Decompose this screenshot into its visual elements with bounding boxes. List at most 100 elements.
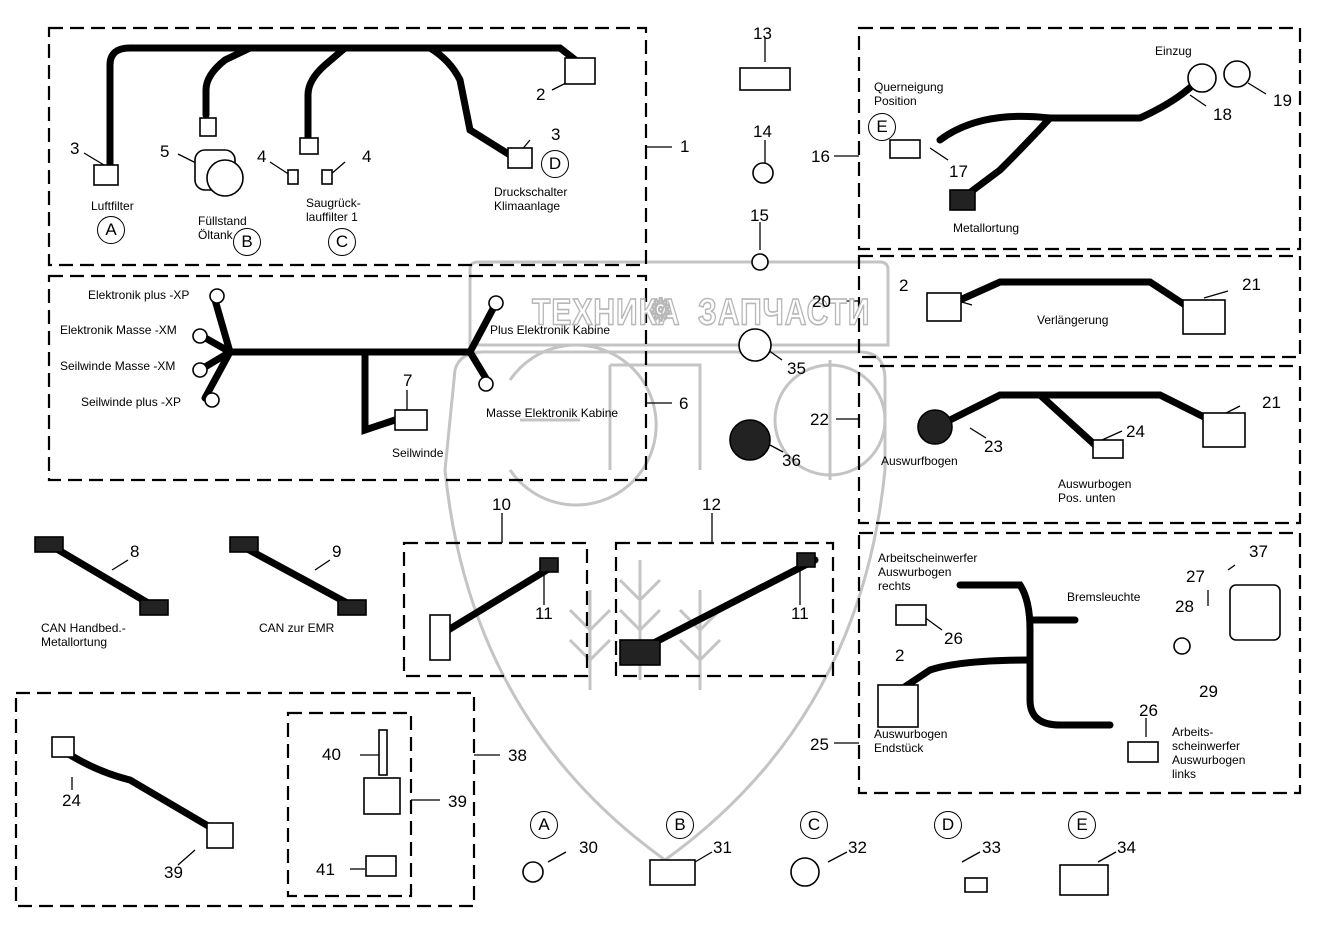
label-seilwinde-masse: Seilwinde Masse -XM — [60, 359, 176, 373]
label-masse-elektronik-kabine: Masse Elektronik Kabine — [486, 406, 619, 420]
callout-26: 26 — [1139, 701, 1158, 720]
connector-26b — [1127, 741, 1159, 763]
callout-13: 13 — [753, 24, 772, 43]
plug-35 — [738, 328, 772, 362]
frame-group-6 — [47, 274, 648, 482]
connector-17 — [889, 139, 921, 159]
callout-21: 21 — [1262, 393, 1281, 412]
callout-7: 7 — [403, 371, 413, 390]
connector-24 — [1092, 439, 1124, 459]
callout-29: 29 — [1199, 682, 1218, 701]
label-metallortung: Metallortung — [953, 221, 1020, 235]
callout-22: 22 — [810, 410, 829, 429]
label-luftfilter: Luftfilter — [91, 199, 134, 213]
callout-28: 28 — [1175, 597, 1194, 616]
label-druckschalter: Druckschalter Klimaanlage — [494, 185, 568, 213]
sensor-32 — [790, 857, 820, 887]
label-fuellstand: Füllstand Öltank — [198, 214, 247, 242]
callout-15: 15 — [750, 206, 769, 225]
callout-3: 3 — [70, 139, 80, 158]
callout-5: 5 — [160, 142, 170, 161]
label-seilwinde-plus: Seilwinde plus -XP — [81, 395, 182, 409]
bulb-28 — [1173, 637, 1191, 655]
callout-37: 37 — [1249, 542, 1268, 561]
connector-18 — [1187, 63, 1217, 93]
callout-20: 20 — [812, 292, 831, 311]
callout-10: 10 — [492, 495, 511, 514]
callout-14: 14 — [753, 122, 772, 141]
frame-group-12 — [614, 541, 835, 678]
letter-c-marker: C — [328, 228, 356, 256]
leader-lines — [71, 38, 1267, 870]
connector-2b — [926, 292, 962, 322]
callout-27: 27 — [1186, 567, 1205, 586]
sensor-30 — [522, 861, 544, 883]
callout-39: 39 — [448, 792, 467, 811]
letter-a-marker: A — [97, 216, 125, 244]
callout-11: 11 — [535, 604, 553, 623]
callout-6: 6 — [679, 394, 689, 413]
frame-group-16 — [857, 26, 1302, 251]
label-plus-elektronik-kabine: Plus Elektronik Kabine — [490, 323, 611, 337]
callout-35: 35 — [787, 359, 806, 378]
label-verlaengerung: Verlängerung — [1037, 313, 1109, 327]
connector-3b — [507, 147, 533, 169]
callout-40: 40 — [322, 745, 341, 764]
callout-30: 30 — [579, 838, 598, 857]
label-arbeitsscheinwerfer-links: Arbeits- scheinwerfer Auswurbogen links — [1172, 725, 1246, 781]
callout-33: 33 — [982, 838, 1001, 857]
callout-41: 41 — [316, 860, 335, 879]
letter-a-marker-bottom: A — [530, 811, 558, 839]
watermark-right-text: ЗАПЧАСТИ — [697, 291, 871, 334]
label-can-handbed: CAN Handbed.- Metallortung — [41, 621, 126, 649]
callout-8: 8 — [130, 542, 140, 561]
sensor-31 — [649, 859, 696, 886]
label-auswurfbogen: Auswurfbogen — [881, 454, 958, 468]
frame-group-22 — [857, 364, 1302, 525]
connector-2 — [564, 57, 596, 85]
plug-36 — [729, 419, 771, 461]
cap-19 — [1223, 60, 1251, 88]
connector-23 — [917, 409, 953, 445]
label-saugrueck: Saugrück- lauffilter 1 — [306, 196, 361, 224]
label-einzug: Einzug — [1155, 44, 1192, 58]
callout-2: 2 — [536, 85, 546, 104]
callout-2: 2 — [899, 276, 909, 295]
label-auswurbogen-endstueck: Auswurbogen Endstück — [874, 727, 948, 755]
callout-39: 39 — [164, 863, 183, 882]
letter-b-marker-bottom: B — [666, 811, 694, 839]
label-elektronik-plus: Elektronik plus -XP — [88, 288, 190, 302]
callout-25: 25 — [810, 735, 829, 754]
label-auswurbogen-pos-unten: Auswurbogen Pos. unten — [1058, 477, 1132, 505]
frame-group-20 — [857, 254, 1302, 359]
callout-31: 31 — [713, 838, 732, 857]
callout-24: 24 — [62, 791, 81, 810]
gasket-41 — [365, 855, 397, 877]
label-bremsleuchte: Bremsleuchte — [1067, 590, 1141, 604]
callout-32: 32 — [848, 838, 867, 857]
callout-26: 26 — [944, 629, 963, 648]
label-arbeitscheinwerfer-rechts: Arbeitscheinwerfer Auswurbogen rechts — [878, 551, 978, 593]
callout-9: 9 — [332, 542, 342, 561]
callout-16: 16 — [811, 147, 830, 166]
callout-36: 36 — [782, 451, 801, 470]
callout-21: 21 — [1242, 275, 1261, 294]
connector-7 — [394, 409, 428, 431]
connector-21b — [1202, 412, 1246, 448]
lamp-37 — [1229, 584, 1281, 641]
components — [34, 57, 1281, 896]
sensor-33 — [964, 877, 988, 893]
sensor-34 — [1059, 864, 1109, 896]
callout-23: 23 — [984, 437, 1003, 456]
callout-34: 34 — [1117, 838, 1136, 857]
frame-group-10 — [402, 541, 589, 678]
watermark-logo — [443, 260, 890, 862]
group-frames — [14, 26, 1302, 908]
connector-21a — [1182, 299, 1226, 335]
label-querneigung: Querneigung Position — [874, 80, 944, 108]
callout-2: 2 — [895, 646, 905, 665]
callout-17: 17 — [949, 162, 968, 181]
callout-12: 12 — [702, 495, 721, 514]
